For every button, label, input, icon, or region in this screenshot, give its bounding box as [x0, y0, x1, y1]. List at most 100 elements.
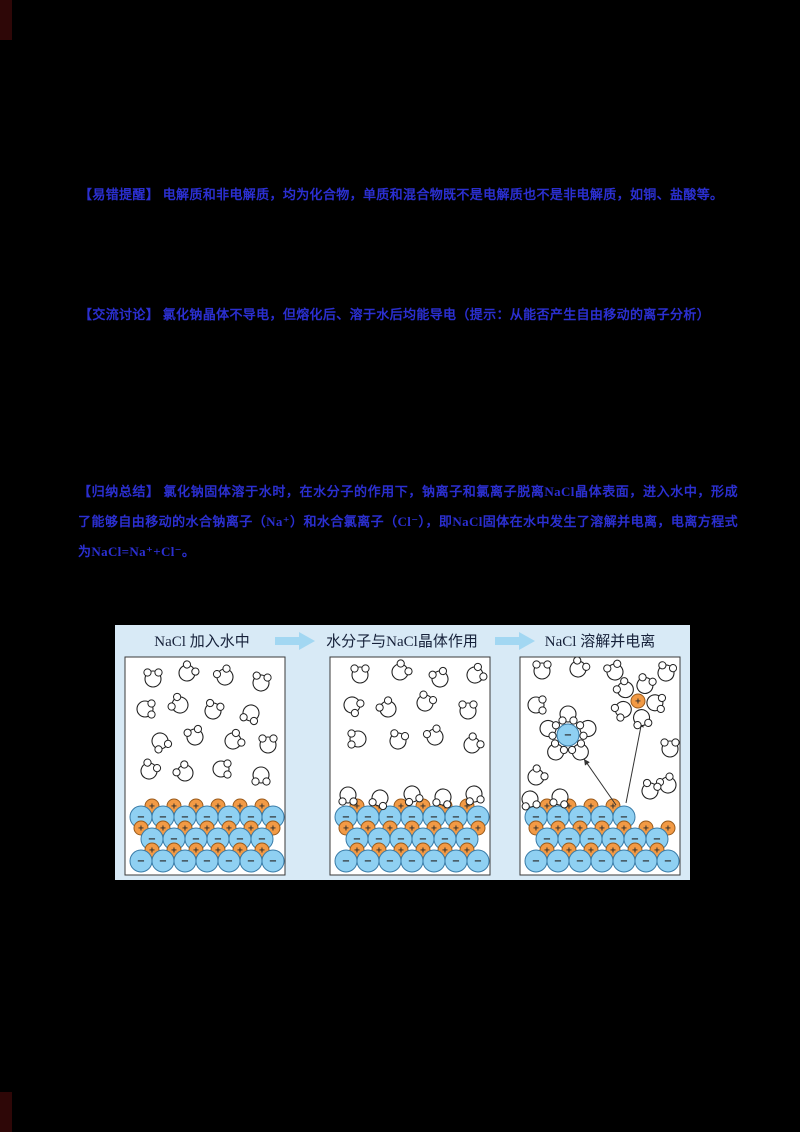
- water-molecule: [375, 696, 397, 718]
- svg-text:+: +: [665, 824, 672, 833]
- svg-text:+: +: [270, 824, 277, 833]
- svg-text:+: +: [204, 824, 211, 833]
- svg-text:+: +: [610, 802, 617, 811]
- chloride-ion: −: [612, 849, 636, 873]
- water-molecule: [532, 660, 552, 680]
- chloride-ion: −: [261, 849, 285, 873]
- svg-text:+: +: [566, 846, 573, 855]
- svg-text:−: −: [342, 812, 350, 823]
- chloride-ion: −: [568, 849, 592, 873]
- svg-text:+: +: [365, 824, 372, 833]
- water-molecule: [252, 671, 272, 692]
- water-molecule: [167, 692, 189, 714]
- svg-text:−: −: [452, 856, 460, 867]
- water-molecule: [465, 785, 485, 806]
- svg-text:−: −: [576, 856, 584, 867]
- svg-text:+: +: [599, 824, 606, 833]
- svg-text:+: +: [259, 802, 266, 811]
- water-molecule: [466, 662, 488, 684]
- chloride-ion: −: [422, 849, 446, 873]
- water-molecule: [140, 758, 162, 780]
- svg-text:−: −: [598, 856, 606, 867]
- svg-text:+: +: [610, 846, 617, 855]
- water-molecule: [212, 759, 232, 779]
- svg-text:−: −: [364, 856, 372, 867]
- water-molecule: [655, 772, 677, 794]
- figure-panel-1: ++++++−−−−−−−+++++++−−−−−−++++++−−−−−−−: [124, 656, 286, 876]
- svg-text:+: +: [149, 846, 156, 855]
- svg-text:+: +: [566, 802, 573, 811]
- figure-step-label: NaCl 加入水中: [154, 633, 249, 650]
- svg-text:−: −: [474, 812, 482, 823]
- chloride-ion: −: [378, 849, 402, 873]
- chloride-ion: −: [656, 849, 680, 873]
- figure-step-label: 水分子与NaCl晶体作用: [326, 633, 478, 650]
- svg-text:−: −: [342, 856, 350, 867]
- chloride-ion: −: [151, 849, 175, 873]
- svg-text:−: −: [463, 834, 471, 845]
- water-molecule: [527, 764, 549, 786]
- svg-text:+: +: [354, 846, 361, 855]
- water-molecule: [368, 789, 389, 811]
- svg-text:+: +: [343, 824, 350, 833]
- svg-text:+: +: [431, 824, 438, 833]
- svg-text:−: −: [247, 856, 255, 867]
- svg-text:−: −: [269, 856, 277, 867]
- svg-text:+: +: [453, 824, 460, 833]
- svg-text:+: +: [632, 846, 639, 855]
- chloride-ion: −: [546, 849, 570, 873]
- water-molecule: [549, 788, 569, 809]
- step-arrow-icon: [495, 632, 535, 650]
- svg-text:+: +: [226, 824, 233, 833]
- svg-text:+: +: [237, 846, 244, 855]
- summary-paragraph: 【归纳总结】 氯化钠固体溶于水时，在水分子的作用下，钠离子和氯离子脱离NaCl晶…: [78, 484, 738, 559]
- svg-text:−: −: [543, 834, 551, 845]
- svg-text:−: −: [587, 834, 595, 845]
- svg-text:+: +: [420, 802, 427, 811]
- water-molecule: [521, 790, 541, 811]
- water-molecule: [136, 699, 156, 719]
- svg-text:−: −: [620, 812, 628, 823]
- svg-text:−: −: [364, 812, 372, 823]
- water-molecule: [178, 660, 200, 682]
- svg-text:−: −: [598, 812, 606, 823]
- water-molecule: [389, 729, 410, 750]
- svg-text:−: −: [653, 834, 661, 845]
- svg-text:−: −: [258, 834, 266, 845]
- water-molecule: [343, 696, 365, 718]
- svg-text:−: −: [353, 834, 361, 845]
- svg-text:−: −: [609, 834, 617, 845]
- svg-text:−: −: [631, 834, 639, 845]
- svg-text:+: +: [138, 824, 145, 833]
- svg-text:−: −: [170, 834, 178, 845]
- svg-text:−: −: [564, 730, 572, 741]
- svg-text:+: +: [398, 846, 405, 855]
- svg-text:+: +: [475, 824, 482, 833]
- svg-text:+: +: [193, 802, 200, 811]
- svg-text:+: +: [643, 824, 650, 833]
- water-molecule: [575, 719, 597, 740]
- page-edge-artifact-bottom: [0, 1092, 12, 1132]
- water-molecule: [172, 760, 194, 782]
- chloride-ion: −: [217, 849, 241, 873]
- svg-text:+: +: [544, 802, 551, 811]
- chloride-ion: −: [173, 849, 197, 873]
- svg-text:−: −: [148, 834, 156, 845]
- water-molecule: [567, 739, 589, 761]
- svg-text:−: −: [225, 856, 233, 867]
- svg-text:+: +: [237, 802, 244, 811]
- svg-text:−: −: [419, 834, 427, 845]
- svg-text:+: +: [588, 802, 595, 811]
- svg-text:+: +: [533, 824, 540, 833]
- svg-text:−: −: [386, 812, 394, 823]
- water-molecule: [432, 788, 452, 809]
- svg-text:−: −: [620, 856, 628, 867]
- svg-text:−: −: [269, 812, 277, 823]
- water-molecule: [151, 732, 173, 754]
- svg-text:−: −: [554, 856, 562, 867]
- svg-text:−: −: [576, 812, 584, 823]
- svg-text:+: +: [464, 802, 471, 811]
- svg-text:+: +: [215, 802, 222, 811]
